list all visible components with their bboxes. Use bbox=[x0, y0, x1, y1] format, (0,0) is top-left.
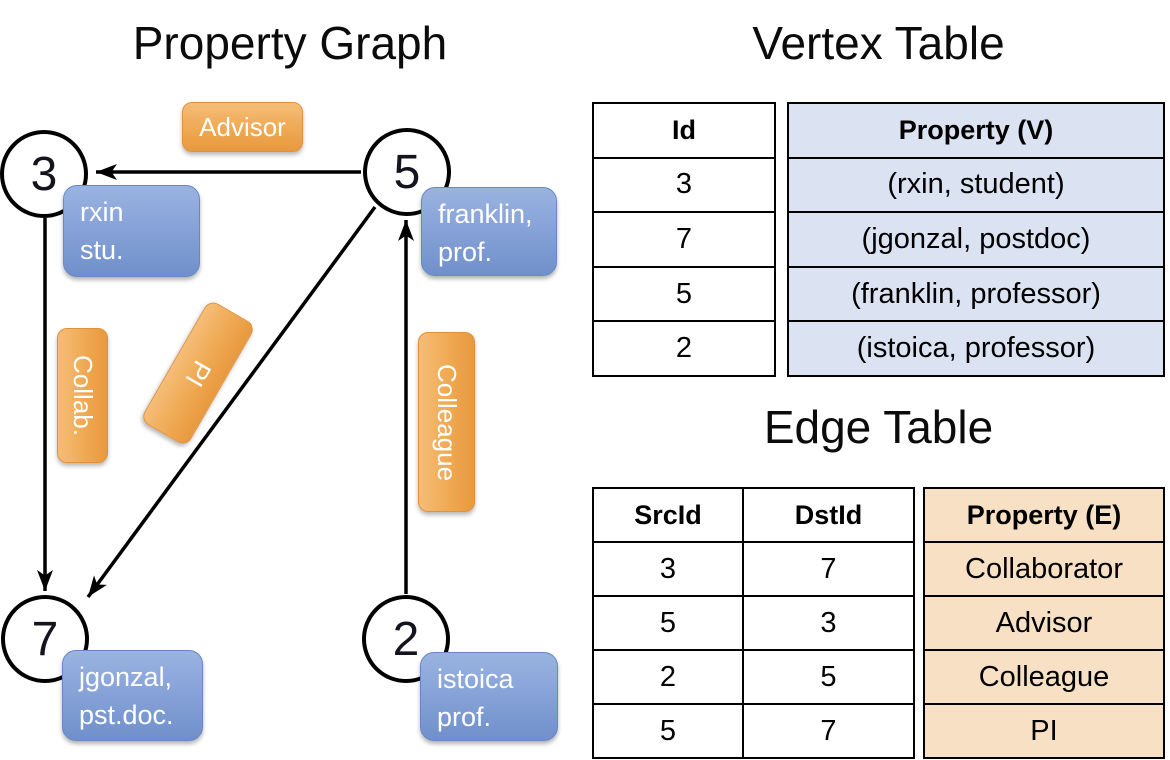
edge-table-dstid-column: DstId 7 3 5 7 bbox=[742, 489, 913, 757]
edge-table-dstid-cell: 7 bbox=[744, 703, 913, 757]
graph-node-5: 5 bbox=[363, 128, 451, 216]
edge-label-collab: Collab. bbox=[57, 328, 108, 463]
edge-table-srcid-cell: 2 bbox=[594, 649, 742, 703]
edge-label-advisor: Advisor bbox=[182, 102, 303, 152]
vertex-table-header-id: Id bbox=[672, 114, 696, 145]
edge-table-srcid-column: SrcId 3 5 2 5 bbox=[594, 489, 742, 757]
vertex-property-box-rxin: rxin stu. bbox=[63, 185, 200, 277]
vertex-table-id-cell: 3 bbox=[594, 156, 774, 212]
vertex-table-id-cell: 7 bbox=[594, 211, 774, 266]
vertex-table-id-cell: 2 bbox=[594, 320, 774, 375]
edge-table-src-dst-columns: SrcId 3 5 2 5 DstId 7 3 5 7 bbox=[592, 487, 915, 759]
graph-edges-canvas bbox=[37, 164, 414, 599]
edge-table-srcid-cell: 5 bbox=[594, 703, 742, 757]
node-id-label: 5 bbox=[393, 145, 421, 199]
edge-table-header-property: Property (E) bbox=[925, 489, 1163, 541]
edge-label-colleague: Colleague bbox=[418, 332, 475, 512]
vertex-table-header-property: Property (V) bbox=[789, 104, 1163, 157]
vertex-table-title: Vertex Table bbox=[752, 17, 1005, 69]
vertex-table-id-cell: 5 bbox=[594, 265, 774, 321]
edge-table-property-cell: Colleague bbox=[925, 649, 1163, 703]
vertex-table-property-column: Property (V) (rxin, student) (jgonzal, p… bbox=[787, 102, 1165, 377]
edge-table-property-cell: Collaborator bbox=[925, 541, 1163, 595]
edge-table-dstid-cell: 5 bbox=[744, 649, 913, 703]
vertex-table-property-cell: (rxin, student) bbox=[789, 156, 1163, 212]
vertex-table-id-column: Id 3 7 5 2 bbox=[592, 102, 776, 377]
vertex-property-box-franklin: franklin, prof. bbox=[421, 187, 557, 276]
edge-table-srcid-cell: 5 bbox=[594, 595, 742, 649]
edge-table-dstid-cell: 3 bbox=[744, 595, 913, 649]
edge-table-property-cell: Advisor bbox=[925, 595, 1163, 649]
node-id-label: 2 bbox=[392, 612, 420, 666]
edge-table-dstid-cell: 7 bbox=[744, 541, 913, 595]
vertex-table-property-cell: (istoica, professor) bbox=[789, 320, 1163, 375]
node-id-label: 7 bbox=[31, 612, 59, 666]
vertex-table-property-cell: (jgonzal, postdoc) bbox=[789, 211, 1163, 266]
property-graph-title: Property Graph bbox=[132, 17, 448, 69]
edge-table-srcid-cell: 3 bbox=[594, 541, 742, 595]
edge-table-header-dstid: DstId bbox=[794, 499, 863, 530]
edge-table-header-srcid: SrcId bbox=[634, 499, 702, 530]
edge-pi-5-to-7 bbox=[86, 205, 377, 599]
vertex-table-property-cell: (franklin, professor) bbox=[789, 265, 1163, 321]
edge-table-property-column: Property (E) Collaborator Advisor Collea… bbox=[923, 487, 1165, 759]
vertex-property-box-istoica: istoica prof. bbox=[420, 652, 558, 741]
edge-table-property-cell: PI bbox=[925, 703, 1163, 757]
graph-node-2: 2 bbox=[362, 595, 450, 683]
node-id-label: 3 bbox=[30, 147, 58, 201]
edge-table-title: Edge Table bbox=[763, 401, 994, 453]
vertex-property-box-jgonzal: jgonzal, pst.doc. bbox=[62, 650, 203, 741]
